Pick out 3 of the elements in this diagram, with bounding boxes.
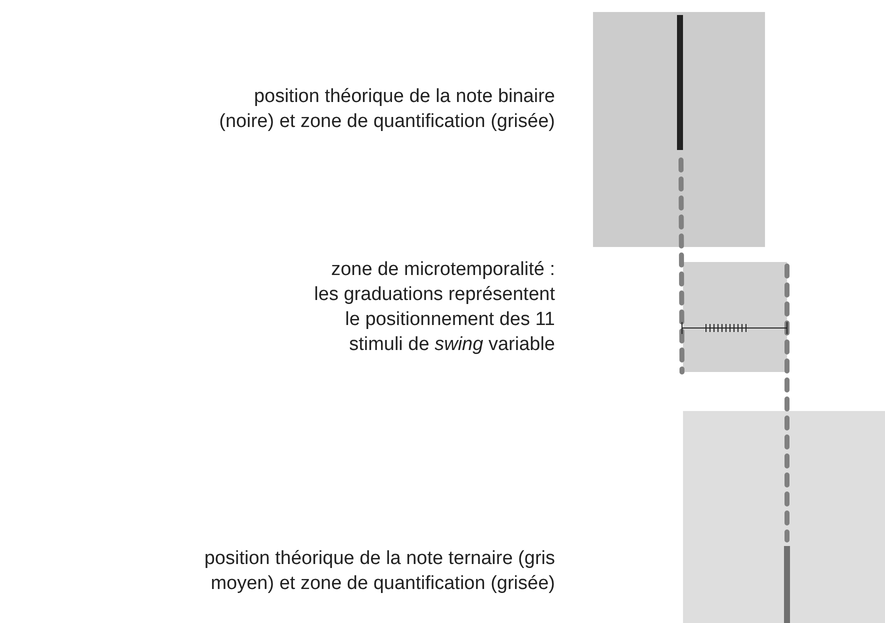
annotation-text: position théorique de la note binaire (noire) et zone de quantification (grisée): [218, 85, 555, 134]
annotation-text: zone de microtemporalité : les graduations représentent le positionnement des 11 stimuli de swing variable: [313, 258, 555, 357]
annotation-text: position théorique de la note ternaire (gris moyen) et zone de quantification (grisée): [203, 547, 555, 596]
